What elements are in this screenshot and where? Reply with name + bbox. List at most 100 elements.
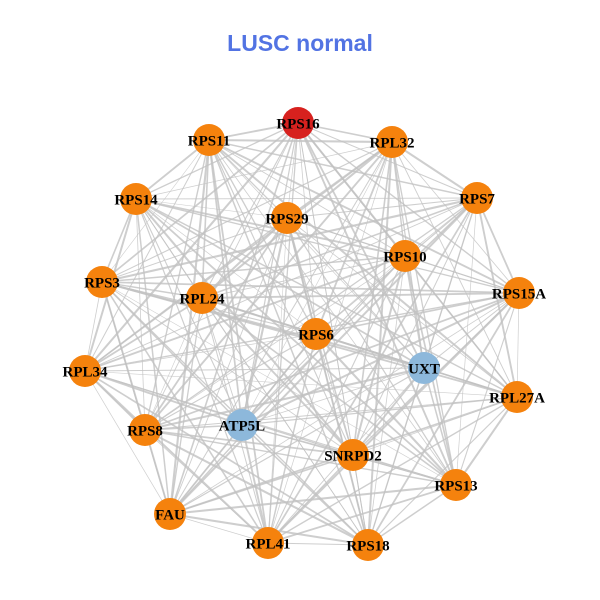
edge-RPS15A-RPS6 (315, 292, 520, 335)
edge-UXT-FAU (169, 367, 425, 515)
edge-RPS14-UXT (135, 198, 425, 369)
edge-RPS7-RPS15A (476, 197, 520, 294)
edge-RPL34-RPS13 (84, 370, 457, 486)
edge-RPS16-RPS6 (297, 122, 317, 335)
node-circle-RPS7[interactable] (461, 182, 493, 214)
node-UXT[interactable]: UXT (408, 352, 440, 384)
node-circle-SNRPD2[interactable] (337, 439, 369, 471)
edge-RPS15A-ATP5L (241, 292, 520, 426)
edge-RPS11-RPS18 (208, 139, 369, 546)
edge-RPS15A-RPS18 (367, 292, 520, 546)
edge-RPS7-ATP5L (241, 197, 478, 426)
edge-RPS7-RPS13 (455, 197, 478, 486)
node-circle-RPL34[interactable] (69, 355, 101, 387)
node-circle-RPS16[interactable] (282, 107, 314, 139)
node-circle-RPS13[interactable] (440, 469, 472, 501)
edge-RPS10-FAU (169, 255, 406, 515)
edge-RPS14-RPS10 (135, 198, 406, 257)
edge-RPS8-RPS18 (144, 429, 369, 546)
edge-RPS16-RPS3 (101, 122, 299, 283)
edge-RPS6-RPS8 (144, 333, 317, 431)
edge-RPS11-ATP5L (208, 139, 243, 426)
node-circle-RPL27A[interactable] (501, 381, 533, 413)
node-circle-RPS18[interactable] (352, 529, 384, 561)
edge-RPL24-RPS18 (201, 297, 369, 546)
node-circle-FAU[interactable] (154, 498, 186, 530)
edge-RPS7-RPL41 (267, 197, 478, 544)
edge-RPL32-ATP5L (241, 141, 393, 426)
edge-RPL27A-RPS8 (144, 396, 518, 431)
edge-RPL24-RPS13 (201, 297, 457, 486)
edge-RPS11-RPS15A (208, 139, 520, 294)
edge-RPS3-SNRPD2 (101, 281, 354, 456)
edge-SNRPD2-RPS13 (352, 454, 457, 486)
node-circle-RPS14[interactable] (120, 183, 152, 215)
node-circle-UXT[interactable] (408, 352, 440, 384)
node-circle-RPS3[interactable] (86, 266, 118, 298)
node-RPS14[interactable]: RPS14 (114, 183, 158, 215)
edge-RPS16-RPS13 (297, 122, 457, 486)
edge-RPS15A-RPL24 (201, 292, 520, 299)
edge-RPS14-RPS8 (135, 198, 146, 431)
node-circle-ATP5L[interactable] (226, 409, 258, 441)
edge-ATP5L-RPS8 (144, 424, 243, 431)
edge-RPS16-RPL34 (84, 122, 299, 372)
node-circle-RPL32[interactable] (376, 126, 408, 158)
edge-RPS10-RPL24 (201, 255, 406, 299)
edge-RPS13-RPS18 (367, 484, 457, 546)
edge-UXT-RPS18 (367, 367, 425, 546)
edge-RPS6-RPS13 (315, 333, 457, 486)
edge-RPS15A-RPL27A (516, 292, 520, 398)
edge-RPS14-RPL41 (135, 198, 269, 544)
edge-RPS10-RPS3 (101, 255, 406, 283)
edge-RPS7-FAU (169, 197, 478, 515)
edge-RPL32-RPS15A (391, 141, 520, 294)
node-circle-RPS29[interactable] (271, 202, 303, 234)
edge-RPS8-RPS13 (144, 429, 457, 486)
edge-RPS14-ATP5L (135, 198, 243, 426)
node-FAU[interactable]: FAU (154, 498, 186, 530)
edge-RPS15A-RPS8 (144, 292, 520, 431)
plot-title: LUSC normal (227, 30, 373, 56)
edge-RPS14-RPS6 (135, 198, 317, 335)
node-circle-RPS10[interactable] (389, 240, 421, 272)
edge-RPS7-RPS3 (101, 196, 478, 284)
edge-RPS11-RPS7 (208, 139, 478, 199)
edge-RPL34-FAU (84, 370, 171, 515)
edge-RPS14-FAU (135, 198, 171, 515)
node-circle-RPL24[interactable] (186, 282, 218, 314)
edge-RPL27A-RPL41 (267, 396, 518, 544)
edge-RPL27A-RPS18 (367, 396, 518, 546)
edge-RPL32-RPS13 (391, 141, 457, 486)
edge-RPS11-RPL24 (201, 139, 210, 299)
edge-ATP5L-RPL41 (241, 424, 269, 544)
node-circle-RPS6[interactable] (300, 318, 332, 350)
edge-RPS15A-UXT (423, 292, 520, 369)
edge-RPS14-RPS7 (135, 197, 478, 200)
edge-RPS14-RPL27A (135, 198, 518, 398)
edge-UXT-RPL27A (423, 367, 518, 398)
edge-RPL32-RPS14 (135, 141, 393, 200)
edge-RPS6-SNRPD2 (315, 333, 354, 456)
edge-RPL24-ATP5L (201, 297, 243, 426)
node-circle-RPS11[interactable] (193, 124, 225, 156)
node-circle-RPS15A[interactable] (503, 277, 535, 309)
edge-RPL34-RPS18 (84, 370, 369, 546)
edge-RPS10-RPS15A (404, 255, 520, 294)
edge-RPS10-RPL27A (404, 255, 518, 398)
edge-RPL32-RPS3 (101, 141, 393, 283)
edge-SNRPD2-FAU (169, 454, 354, 515)
node-circle-RPS8[interactable] (129, 414, 161, 446)
edge-RPS10-RPL41 (267, 255, 406, 544)
edge-RPS10-RPL34 (84, 255, 406, 372)
edge-RPS7-RPS29 (286, 197, 478, 219)
edge-RPL32-RPS7 (391, 141, 478, 199)
edge-RPS29-RPL27A (286, 217, 518, 398)
edge-RPL34-ATP5L (84, 370, 243, 426)
edge-RPS13-FAU (169, 483, 457, 516)
node-circle-RPL41[interactable] (252, 527, 284, 559)
edge-RPS7-RPL24 (201, 197, 478, 299)
edge-UXT-RPS13 (423, 367, 457, 486)
edge-RPS14-RPS29 (135, 198, 288, 219)
